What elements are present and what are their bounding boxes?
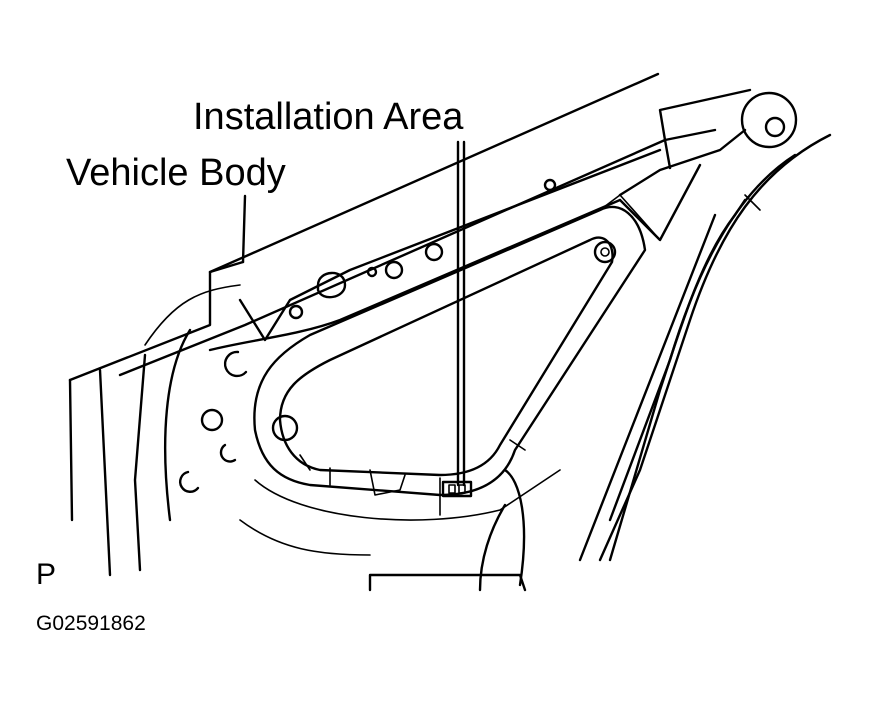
vehicle-body-leader bbox=[241, 194, 247, 264]
roof-inner-edge bbox=[118, 128, 717, 377]
figure-code: G02591862 bbox=[36, 612, 146, 635]
vehicle-body-label: Vehicle Body bbox=[66, 152, 286, 194]
triangular-opening-inner bbox=[278, 236, 614, 477]
rear-quarter-edge bbox=[598, 133, 832, 562]
hinge-circle-outer bbox=[740, 91, 798, 149]
installation-area-label: Installation Area bbox=[193, 96, 464, 138]
triangular-opening-outer bbox=[253, 205, 647, 497]
left-pillar-edge bbox=[68, 378, 74, 522]
view-letter: P bbox=[36, 558, 57, 591]
lower-panel-edge bbox=[368, 573, 527, 592]
roof-outer-edge bbox=[68, 72, 660, 382]
